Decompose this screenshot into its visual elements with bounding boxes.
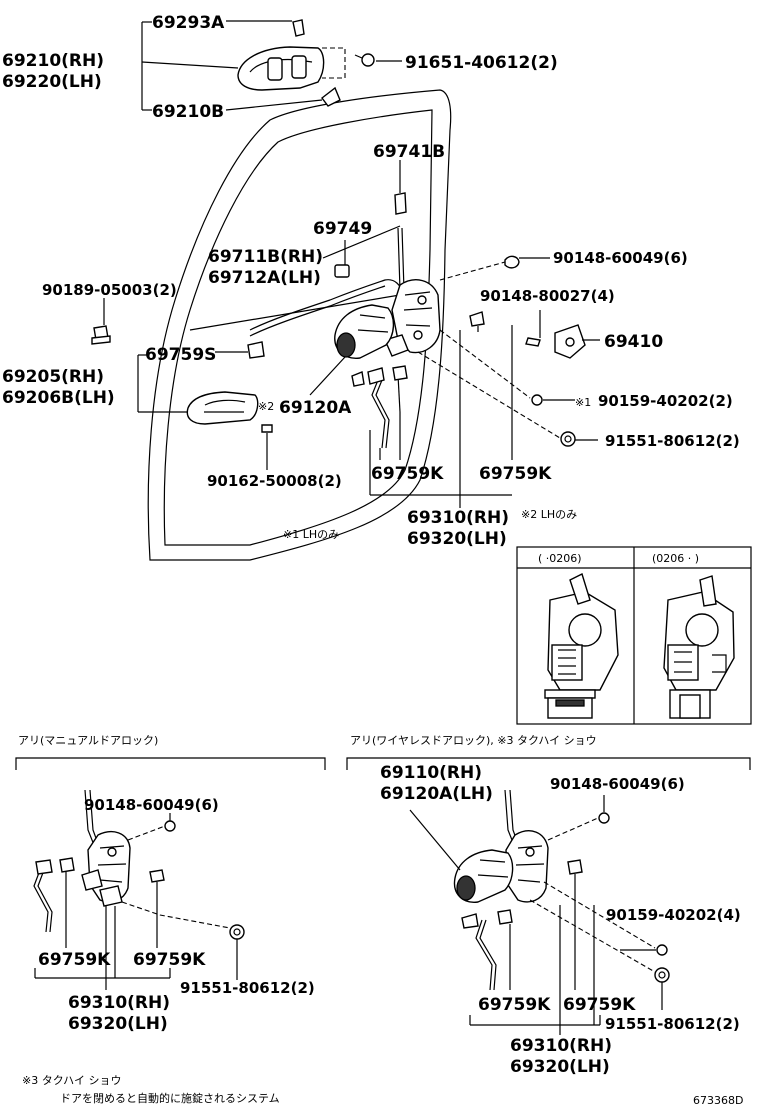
label-69320-lh-top: 69320(LH): [407, 529, 507, 549]
callout-lines-wireless: [409, 795, 663, 1035]
label-69759K-f: 69759K: [563, 995, 636, 1015]
label-69110-rh: 69110(RH): [380, 763, 482, 783]
part-labels: 69293A 69210(RH) 69220(LH) 69210B 91651-…: [2, 13, 743, 1107]
footnote-description: ドアを閉めると自動的に施錠されるシステム: [60, 1091, 280, 1105]
label-69759K-a: 69759K: [371, 464, 444, 484]
label-69410: 69410: [604, 332, 663, 352]
label-69711B-rh: 69711B(RH): [208, 247, 323, 267]
label-69749: 69749: [313, 219, 372, 239]
lock-variant-early-icon: [544, 573, 619, 719]
lock-variant-late-icon: [663, 575, 735, 719]
label-69320-lh-wireless: 69320(LH): [510, 1057, 610, 1077]
grommet-icon: [91, 325, 111, 345]
lock-actuator-icon: [334, 304, 395, 359]
note-2: ※2 LHのみ: [521, 508, 577, 521]
label-69210-rh: 69210(RH): [2, 51, 104, 71]
door-outline: [147, 89, 452, 561]
inside-handle-icon: [186, 391, 259, 425]
label-69120A: 69120A: [279, 398, 352, 418]
label-90148-80027: 90148-80027(4): [480, 287, 615, 305]
label-69759S: 69759S: [145, 345, 216, 365]
label-69712A-lh: 69712A(LH): [208, 268, 321, 288]
label-69120A-lh: 69120A(LH): [380, 784, 493, 804]
inset-variants: [516, 546, 752, 725]
section-wireless-title: アリ(ワイヤレスドアロック), ※3 タクハイ ショウ: [350, 734, 597, 747]
label-69205-rh: 69205(RH): [2, 367, 104, 387]
section-manual-title: アリ(マニュアルドアロック): [18, 734, 158, 747]
label-91551-80612-manual: 91551-80612(2): [180, 979, 315, 997]
label-90148-60049-manual: 90148-60049(6): [84, 796, 219, 814]
section-wireless-bracket: [346, 757, 751, 770]
label-69220-lh: 69220(LH): [2, 72, 102, 92]
label-69310-rh-wireless: 69310(RH): [510, 1036, 612, 1056]
label-69293A: 69293A: [152, 13, 225, 33]
callout-lines-manual: [34, 813, 238, 990]
label-69759K-d: 69759K: [133, 950, 206, 970]
label-69310-rh-top: 69310(RH): [407, 508, 509, 528]
label-90162-50008: 90162-50008(2): [207, 472, 342, 490]
door-lock-icon: [384, 279, 441, 357]
inset-right-header: (0206 · ): [652, 552, 699, 565]
section-manual-bracket: [15, 757, 326, 770]
clip-icon: [247, 341, 265, 359]
label-69310-rh-manual: 69310(RH): [68, 993, 170, 1013]
striker-icon: [554, 324, 586, 359]
label-69741B: 69741B: [373, 142, 445, 162]
note-1: ※1 LHのみ: [283, 528, 339, 541]
bolt-icon: [261, 424, 273, 433]
label-90148-60049-wireless: 90148-60049(6): [550, 775, 685, 793]
callout-lines: [103, 20, 600, 508]
outside-handle-icon: [237, 19, 325, 91]
label-69320-lh-manual: 69320(LH): [68, 1014, 168, 1034]
label-69759K-c: 69759K: [38, 950, 111, 970]
drawing-number: 673368D: [693, 1094, 743, 1107]
label-90159-40202-top: 90159-40202(2): [598, 392, 733, 410]
label-91651-40612: 91651-40612(2): [405, 53, 558, 73]
label-90159-40202-wireless: 90159-40202(4): [606, 906, 741, 924]
label-69759K-e: 69759K: [478, 995, 551, 1015]
mark-1-a: ※1: [575, 396, 591, 409]
label-90189-05003: 90189-05003(2): [42, 281, 177, 299]
label-69206B-lh: 69206B(LH): [2, 388, 115, 408]
footnote-mark: ※3 タクハイ ショウ: [22, 1074, 121, 1087]
label-69210B: 69210B: [152, 102, 224, 122]
mark-2-a: ※2: [258, 400, 274, 413]
link-rods-icon: [351, 365, 408, 449]
label-69759K-b: 69759K: [479, 464, 552, 484]
label-91551-80612-wireless: 91551-80612(2): [605, 1015, 740, 1033]
bolt-icon: [354, 53, 375, 67]
label-90148-60049-top: 90148-60049(6): [553, 249, 688, 267]
screw-icon: [469, 255, 576, 447]
rod-clip-icon: [321, 86, 341, 107]
label-91551-80612-top: 91551-80612(2): [605, 432, 740, 450]
wireless-lock-assembly-icon: [453, 789, 670, 991]
inset-left-header: ( ·0206): [538, 552, 582, 565]
